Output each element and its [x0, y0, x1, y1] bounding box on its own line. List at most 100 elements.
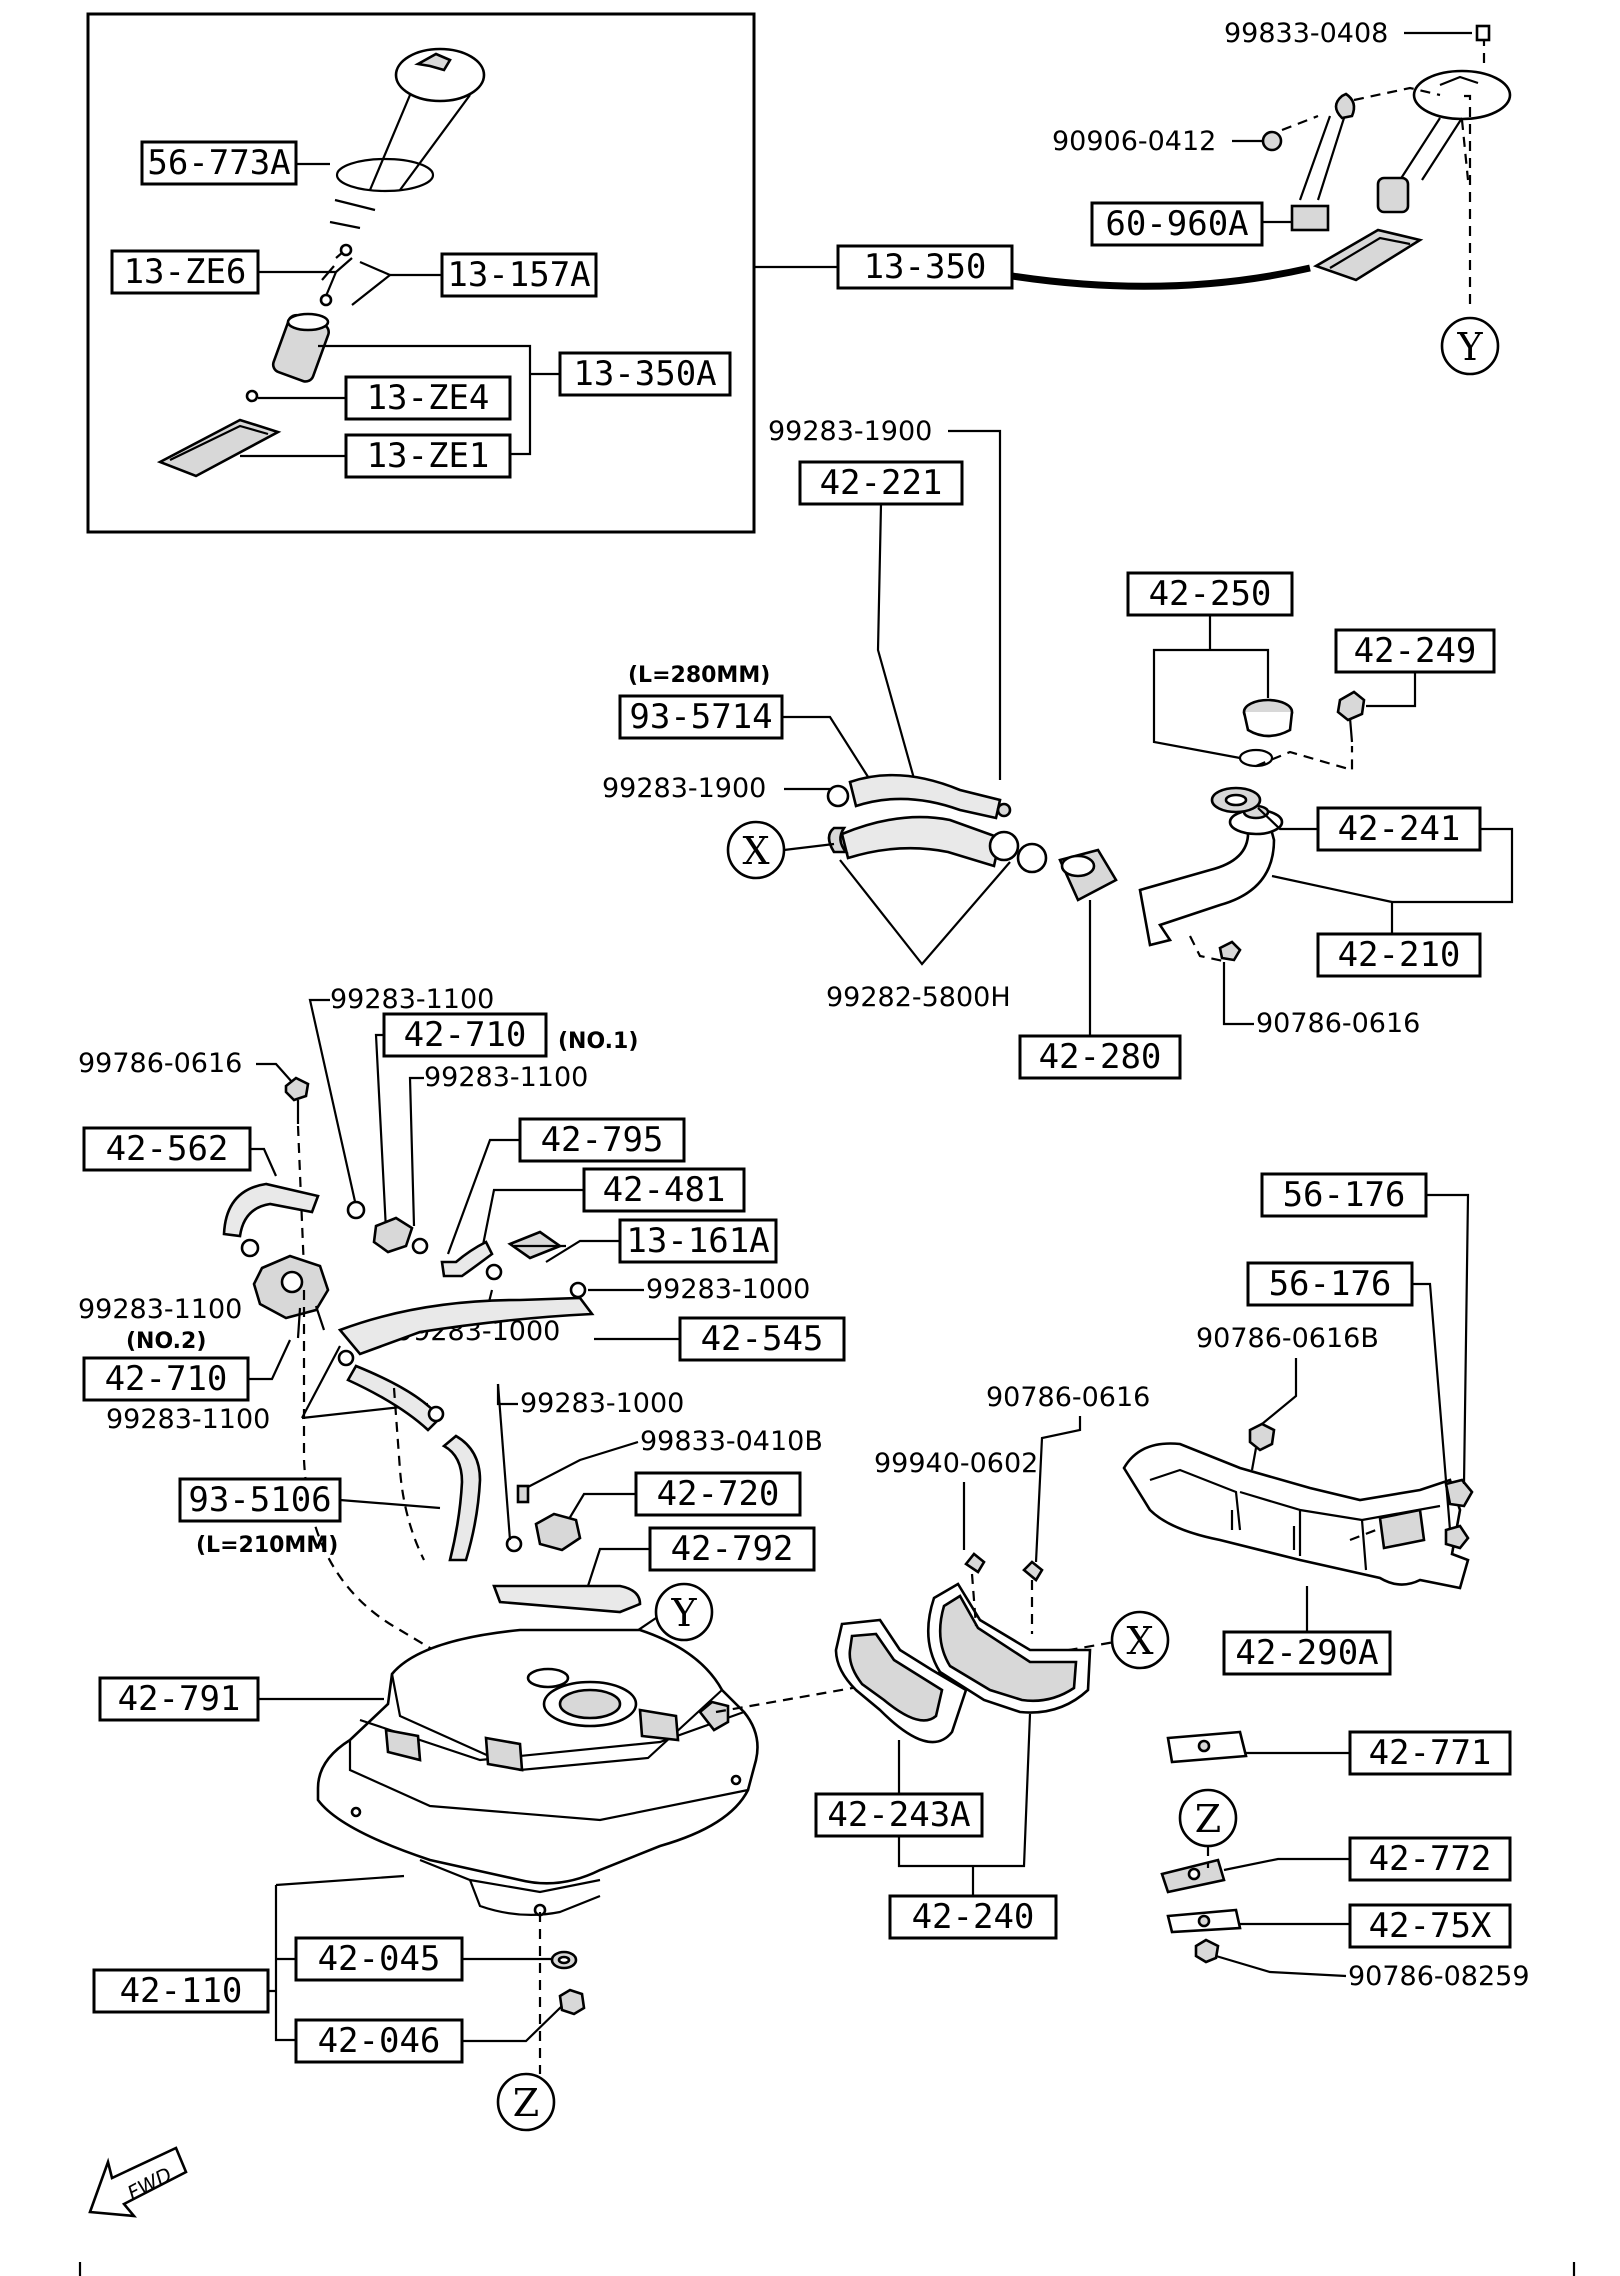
label-90786-0616-protector: 90786-0616 [986, 1382, 1150, 1634]
gasket-42-241 [1210, 786, 1262, 814]
svg-text:13-350: 13-350 [864, 247, 987, 287]
label-42-290a: 42-290A [1222, 1586, 1392, 1676]
ref-circle-y-top: Y [1440, 316, 1500, 376]
svg-text:99282-5800H: 99282-5800H [826, 982, 1011, 1013]
ref-circle-x-right: X [1110, 1610, 1170, 1670]
label-90786-0616b: 90786-0616B [1196, 1323, 1379, 1425]
svg-text:90786-0616: 90786-0616 [986, 1382, 1150, 1413]
label-42-241: 42-241 [1257, 806, 1514, 904]
svg-text:90906-0412: 90906-0412 [1052, 126, 1216, 157]
svg-text:13-350A: 13-350A [573, 354, 716, 394]
svg-text:99283-1100: 99283-1100 [330, 984, 494, 1015]
filler-pipe-42-210 [1138, 804, 1284, 947]
label-99283-1100-b: 99283-1100 [408, 1062, 588, 1227]
ref-circle-x-left: X [726, 820, 835, 880]
svg-text:99833-0408: 99833-0408 [1224, 18, 1388, 49]
strap-42-792 [492, 1584, 642, 1614]
label-42-249: 42-249 [1334, 628, 1496, 708]
label-99283-1900-left: 99283-1900 [602, 773, 830, 804]
svg-text:13-157A: 13-157A [447, 255, 590, 295]
svg-text:90786-0616: 90786-0616 [1256, 1008, 1420, 1039]
svg-text:(NO.1): (NO.1) [558, 1029, 638, 1054]
svg-text:99283-1900: 99283-1900 [768, 416, 932, 447]
label-56-773a: 56-773A [140, 140, 298, 186]
inset-pump-flange [329, 47, 486, 230]
svg-text:56-176: 56-176 [1283, 1175, 1406, 1215]
svg-text:42-210: 42-210 [1338, 935, 1461, 975]
svg-text:42-791: 42-791 [118, 1679, 241, 1719]
label-99283-1000-c: 99283-1000 [496, 1384, 684, 1419]
filler-cap-42-250 [1238, 698, 1294, 768]
svg-text:(L=210MM): (L=210MM) [196, 1533, 338, 1558]
protector-42-240 [834, 1552, 1092, 1744]
label-56-176-mid: 56-176 [1246, 1261, 1452, 1531]
label-42-792: 42-792 [586, 1526, 816, 1587]
inset-frame [86, 12, 756, 534]
svg-text:13-ZE1: 13-ZE1 [367, 436, 490, 476]
svg-text:42-792: 42-792 [671, 1529, 794, 1569]
svg-text:42-772: 42-772 [1369, 1839, 1492, 1879]
svg-text:42-75X: 42-75X [1369, 1906, 1492, 1946]
svg-text:Y: Y [1456, 325, 1483, 369]
svg-text:Z: Z [513, 2081, 539, 2125]
bolt-99786-0616 [284, 1076, 310, 1271]
label-99283-1000-a: 99283-1000 [588, 1274, 810, 1305]
svg-text:93-5714: 93-5714 [629, 697, 772, 737]
label-42-562: 42-562 [82, 1126, 278, 1177]
svg-text:42-720: 42-720 [657, 1474, 780, 1514]
label-l280: (L=280MM) [628, 663, 770, 688]
svg-text:56-176: 56-176 [1269, 1264, 1392, 1304]
svg-text:42-110: 42-110 [120, 1971, 243, 2011]
svg-text:42-221: 42-221 [820, 463, 943, 503]
ref-circle-z-bottom: Z [496, 2072, 556, 2132]
svg-text:42-562: 42-562 [106, 1129, 229, 1169]
label-60-960a: 60-960A [1090, 201, 1292, 247]
svg-text:42-290A: 42-290A [1235, 1633, 1378, 1673]
svg-text:42-280: 42-280 [1039, 1037, 1162, 1077]
svg-text:42-795: 42-795 [541, 1120, 664, 1160]
label-13-ze4: 13-ZE4 [344, 375, 512, 421]
svg-text:13-161A: 13-161A [626, 1221, 769, 1261]
label-99283-1100-top: 99283-1100 [308, 984, 494, 1207]
svg-text:99283-1000: 99283-1000 [646, 1274, 810, 1305]
svg-text:42-710: 42-710 [404, 1015, 527, 1055]
label-42-481: 42-481 [480, 1167, 746, 1251]
svg-text:13-ZE4: 13-ZE4 [367, 378, 490, 418]
label-99283-1900-top: 99283-1900 [768, 416, 1002, 780]
inset-small-parts [319, 243, 353, 307]
svg-text:99283-1100: 99283-1100 [424, 1062, 588, 1093]
fwd-arrow-icon: FWD [88, 2146, 188, 2218]
label-56-176-top: 56-176 [1260, 1172, 1470, 1485]
svg-text:60-960A: 60-960A [1105, 204, 1248, 244]
insulator-42-290a [1122, 1422, 1474, 1590]
label-13-ze6: 13-ZE6 [110, 249, 260, 295]
svg-text:99283-1000: 99283-1000 [520, 1388, 684, 1419]
label-13-ze1: 13-ZE1 [344, 433, 512, 479]
bolt-42-249 [1336, 690, 1366, 743]
arrow-13-350 [1011, 264, 1311, 290]
svg-text:93-5106: 93-5106 [188, 1480, 331, 1520]
label-99283-1100-d: 99283-1100 [106, 1345, 429, 1435]
label-42-046: 42-046 [294, 2005, 563, 2064]
label-42-772: 42-772 [1223, 1836, 1512, 1882]
label-99833-0410b: 99833-0410B [516, 1426, 823, 1504]
inset-pump-body [245, 312, 330, 403]
label-99283-1100-c: 99283-1100 (NO.2) [78, 1294, 242, 1354]
svg-text:42-241: 42-241 [1338, 809, 1461, 849]
svg-text:Z: Z [1195, 1797, 1221, 1841]
label-42-545: 42-545 [594, 1316, 846, 1362]
label-13-157a: 13-157A [440, 252, 598, 298]
label-42-045: 42-045 [294, 1936, 552, 1982]
label-42-720: 42-720 [534, 1471, 802, 1552]
label-13-350: 13-350 [836, 244, 1014, 290]
svg-text:99283-1100: 99283-1100 [78, 1294, 242, 1325]
svg-text:42-045: 42-045 [318, 1939, 441, 1979]
svg-text:42-249: 42-249 [1354, 631, 1477, 671]
filler-sleeve-42-280 [1058, 848, 1118, 902]
label-42-791: 42-791 [98, 1676, 384, 1722]
svg-text:56-773A: 56-773A [147, 143, 290, 183]
screw-99833-0408 [1475, 24, 1491, 42]
vent-parts [222, 1182, 595, 1661]
label-42-280: 42-280 [1018, 900, 1182, 1080]
